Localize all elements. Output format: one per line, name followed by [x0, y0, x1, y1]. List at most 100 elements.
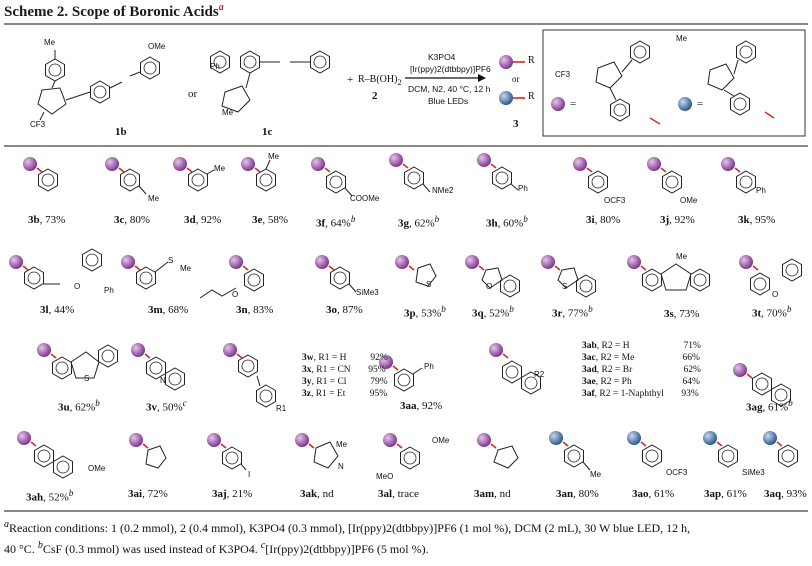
cmpd-3b: 3b, 73% — [28, 214, 66, 226]
reaction-arrowhead — [478, 74, 486, 82]
cmpd-3e: 3e, 58% — [252, 214, 289, 226]
struct-3j — [647, 157, 682, 194]
cmpd-3ah: 3ah, 52%b — [26, 488, 74, 504]
sub-3o: SiMe3 — [356, 288, 379, 297]
product-r1: R — [528, 55, 535, 66]
product-ball-blue — [499, 91, 513, 105]
label-plus: + — [347, 74, 354, 86]
cond-bot1: DCM, N2, 40 °C, 12 h — [408, 84, 491, 94]
sub-3al-meo: MeO — [376, 472, 394, 481]
cmpd-3h: 3h, 60%b — [486, 214, 528, 230]
cmpd-3al: 3al, trace — [378, 488, 419, 500]
cmpd-3an: 3an, 80% — [556, 488, 599, 500]
struct-3c — [105, 157, 147, 195]
sub-3w-r1: R1 — [276, 404, 287, 413]
struct-3ap — [703, 431, 738, 468]
struct-3u — [37, 343, 118, 380]
struct-3r — [541, 255, 596, 298]
sub-3ak-me: Me — [336, 440, 348, 449]
struct-3aj — [207, 433, 247, 471]
product-ball-purple — [499, 55, 513, 69]
struct-3ab — [489, 343, 541, 395]
struct-3w — [223, 343, 276, 408]
cmpd-3ap: 3ap, 61% — [704, 488, 747, 500]
scheme-title-note: a — [218, 2, 224, 13]
struct-3h — [477, 153, 519, 191]
sub-3ao: OCF3 — [666, 468, 688, 477]
sub-3ak-n: N — [338, 462, 344, 471]
struct-3e — [241, 157, 276, 192]
cmpd-3j: 3j, 92% — [660, 214, 695, 226]
sub-3u-s: S — [84, 374, 90, 383]
cmpd-3ag: 3ag, 61%b — [746, 398, 793, 414]
sub-3i: OCF3 — [604, 196, 626, 205]
cmpd-3n: 3n, 83% — [236, 304, 274, 316]
cmpd-3ak: 3ak, nd — [300, 488, 334, 500]
cmpd-3m: 3m, 68% — [148, 304, 189, 316]
struct-3al — [383, 433, 420, 470]
struct-3ao — [627, 431, 662, 468]
footnote-a-mark: a — [4, 519, 9, 530]
sub-3e-me: Me — [268, 152, 280, 161]
legend-me: Me — [676, 34, 688, 43]
struct-3ai — [129, 433, 167, 469]
sub-3ap: SiMe3 — [742, 468, 765, 477]
struct-3aq — [763, 431, 798, 468]
legend-structures — [595, 40, 775, 125]
label-or-1: or — [188, 88, 198, 100]
cmpd-3s: 3s, 73% — [664, 308, 700, 320]
struct-3g — [389, 153, 431, 193]
sub-3p-s: S — [426, 280, 432, 289]
cmpd-3am: 3am, nd — [474, 488, 511, 500]
cmpd-3l: 3l, 44% — [40, 304, 75, 316]
sub-1c-ph: Ph — [210, 62, 220, 71]
cond-bot2: Blue LEDs — [428, 96, 469, 106]
sub-3ah-ome: OMe — [88, 464, 106, 473]
struct-3s — [627, 255, 710, 292]
cond-top2: [Ir(ppy)2(dtbbpy)]PF6 — [410, 64, 491, 74]
reagent-1b-structure — [37, 50, 160, 121]
footnote: aReaction conditions: 1 (0.2 mmol), 2 (0… — [4, 516, 808, 558]
label-1c: 1c — [262, 126, 273, 138]
struct-3aa — [379, 355, 423, 392]
sub-3l-ph: Ph — [104, 286, 114, 295]
sub-1b-ome: OMe — [148, 42, 166, 51]
struct-3p — [395, 255, 437, 287]
cmpd-3aa: 3aa, 92% — [400, 400, 443, 412]
legend-cf3: CF3 — [555, 70, 571, 79]
struct-3o — [315, 255, 357, 293]
struct-3n — [199, 255, 264, 299]
sub-3j: OMe — [680, 196, 698, 205]
cmpd-3r: 3r, 77%b — [552, 304, 593, 320]
sub-3g: NMe2 — [432, 186, 454, 195]
struct-3k — [721, 157, 756, 194]
sub-3h: Ph — [518, 184, 528, 193]
sub-3k: Ph — [756, 186, 766, 195]
legend-ball-purple — [551, 97, 565, 111]
struct-3f — [311, 157, 353, 197]
reagent-1c-structure — [210, 50, 330, 113]
cmpd-3p: 3p, 53%b — [404, 304, 446, 320]
cmpd-3u: 3u, 62%b — [58, 398, 100, 414]
cmpd-3k: 3k, 95% — [738, 214, 776, 226]
sub-3t-o: O — [772, 290, 779, 299]
struct-3d — [173, 157, 215, 192]
sub-3v-n: N — [160, 376, 166, 385]
struct-3ag — [733, 363, 791, 407]
cmpd-3v: 3v, 50%c — [146, 398, 187, 414]
footnote-a-text: Reaction conditions: 1 (0.2 mmol), 2 (0.… — [9, 521, 691, 535]
cmpd-3ai: 3ai, 72% — [128, 488, 168, 500]
cmpd-3c: 3c, 80% — [114, 214, 151, 226]
legend-box — [542, 29, 806, 137]
sub-3s-me: Me — [676, 252, 688, 261]
label-boronic: R–B(OH)2 — [358, 74, 402, 87]
legend-eq2: = — [697, 98, 704, 110]
